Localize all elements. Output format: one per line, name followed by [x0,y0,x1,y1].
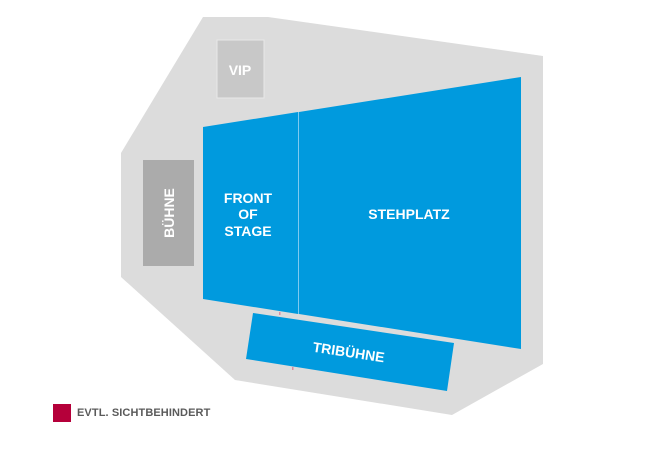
front-of-stage-label-1: FRONT [224,190,273,206]
vip-label: VIP [229,62,252,78]
legend-label: EVTL. SICHTBEHINDERT [77,407,211,419]
section-vip[interactable]: VIP [216,39,265,99]
front-of-stage-label-3: STAGE [224,223,271,239]
front-of-stage-label-2: OF [238,206,258,222]
section-stage: BÜHNE [143,160,194,266]
standing-label: STEHPLATZ [368,206,450,222]
legend: EVTL. SICHTBEHINDERT [53,404,210,422]
stage-label: BÜHNE [161,188,177,238]
section-standing[interactable]: STEHPLATZ [299,77,521,349]
obstructed-view-swatch [53,404,71,422]
section-grandstand[interactable]: TRIBÜHNE [246,313,454,391]
obstructed-marker [292,367,294,370]
section-front-of-stage[interactable]: FRONT OF STAGE [203,112,298,314]
obstructed-marker [279,312,281,315]
